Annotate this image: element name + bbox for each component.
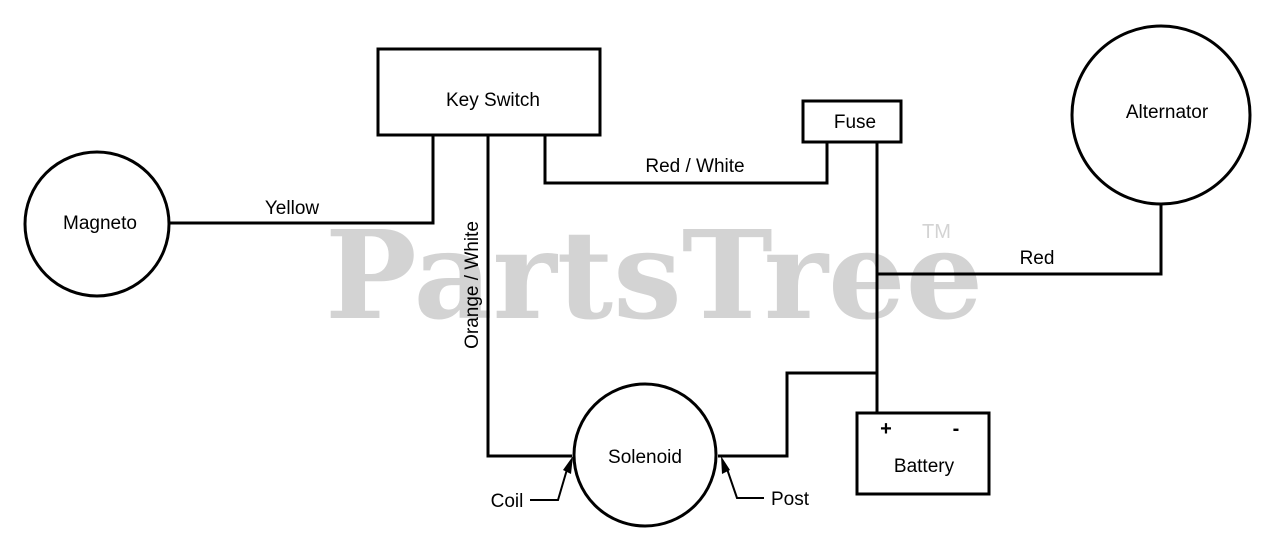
solenoid: Solenoid — [572, 382, 718, 528]
battery-box — [855, 411, 991, 496]
battery-label: Battery — [894, 456, 955, 477]
wire-label-red-white: Red / White — [645, 156, 744, 177]
coil-label: Coil — [491, 491, 524, 512]
battery: + - Battery — [855, 411, 991, 496]
post-arrowhead — [721, 456, 730, 474]
wire-orange-white — [486, 135, 572, 458]
wire-label-orange-white: Orange / White — [462, 221, 483, 349]
watermark-trademark: TM — [922, 221, 951, 243]
wire-red — [877, 203, 1163, 276]
wire-label-yellow: Yellow — [265, 198, 320, 219]
fuse: Fuse — [801, 99, 903, 144]
coil-callout: Coil — [491, 456, 573, 512]
key-switch-box — [376, 47, 602, 137]
wire-solenoid-post — [718, 371, 877, 458]
alternator: Alternator — [1070, 24, 1252, 206]
watermark-text: PartsTree — [325, 203, 983, 347]
solenoid-circle — [572, 382, 718, 528]
post-callout: Post — [721, 456, 810, 510]
key-switch-label: Key Switch — [446, 90, 540, 111]
magneto: Magneto — [23, 150, 171, 298]
fuse-label: Fuse — [834, 112, 876, 133]
alternator-label: Alternator — [1126, 102, 1209, 123]
magneto-label: Magneto — [63, 213, 137, 234]
wire-yellow — [168, 135, 435, 225]
key-switch: Key Switch — [376, 47, 602, 137]
battery-positive-symbol: + — [880, 418, 892, 440]
battery-negative-symbol: - — [953, 418, 960, 440]
coil-arrowhead — [563, 456, 573, 474]
magneto-circle — [23, 150, 171, 298]
post-leader-line — [725, 465, 764, 499]
fuse-box — [801, 99, 903, 144]
solenoid-label: Solenoid — [608, 447, 682, 468]
wire-label-red: Red — [1020, 248, 1055, 269]
coil-leader-line — [530, 465, 569, 501]
wire-red-white — [543, 135, 829, 185]
post-label: Post — [771, 489, 810, 510]
alternator-circle — [1070, 24, 1252, 206]
